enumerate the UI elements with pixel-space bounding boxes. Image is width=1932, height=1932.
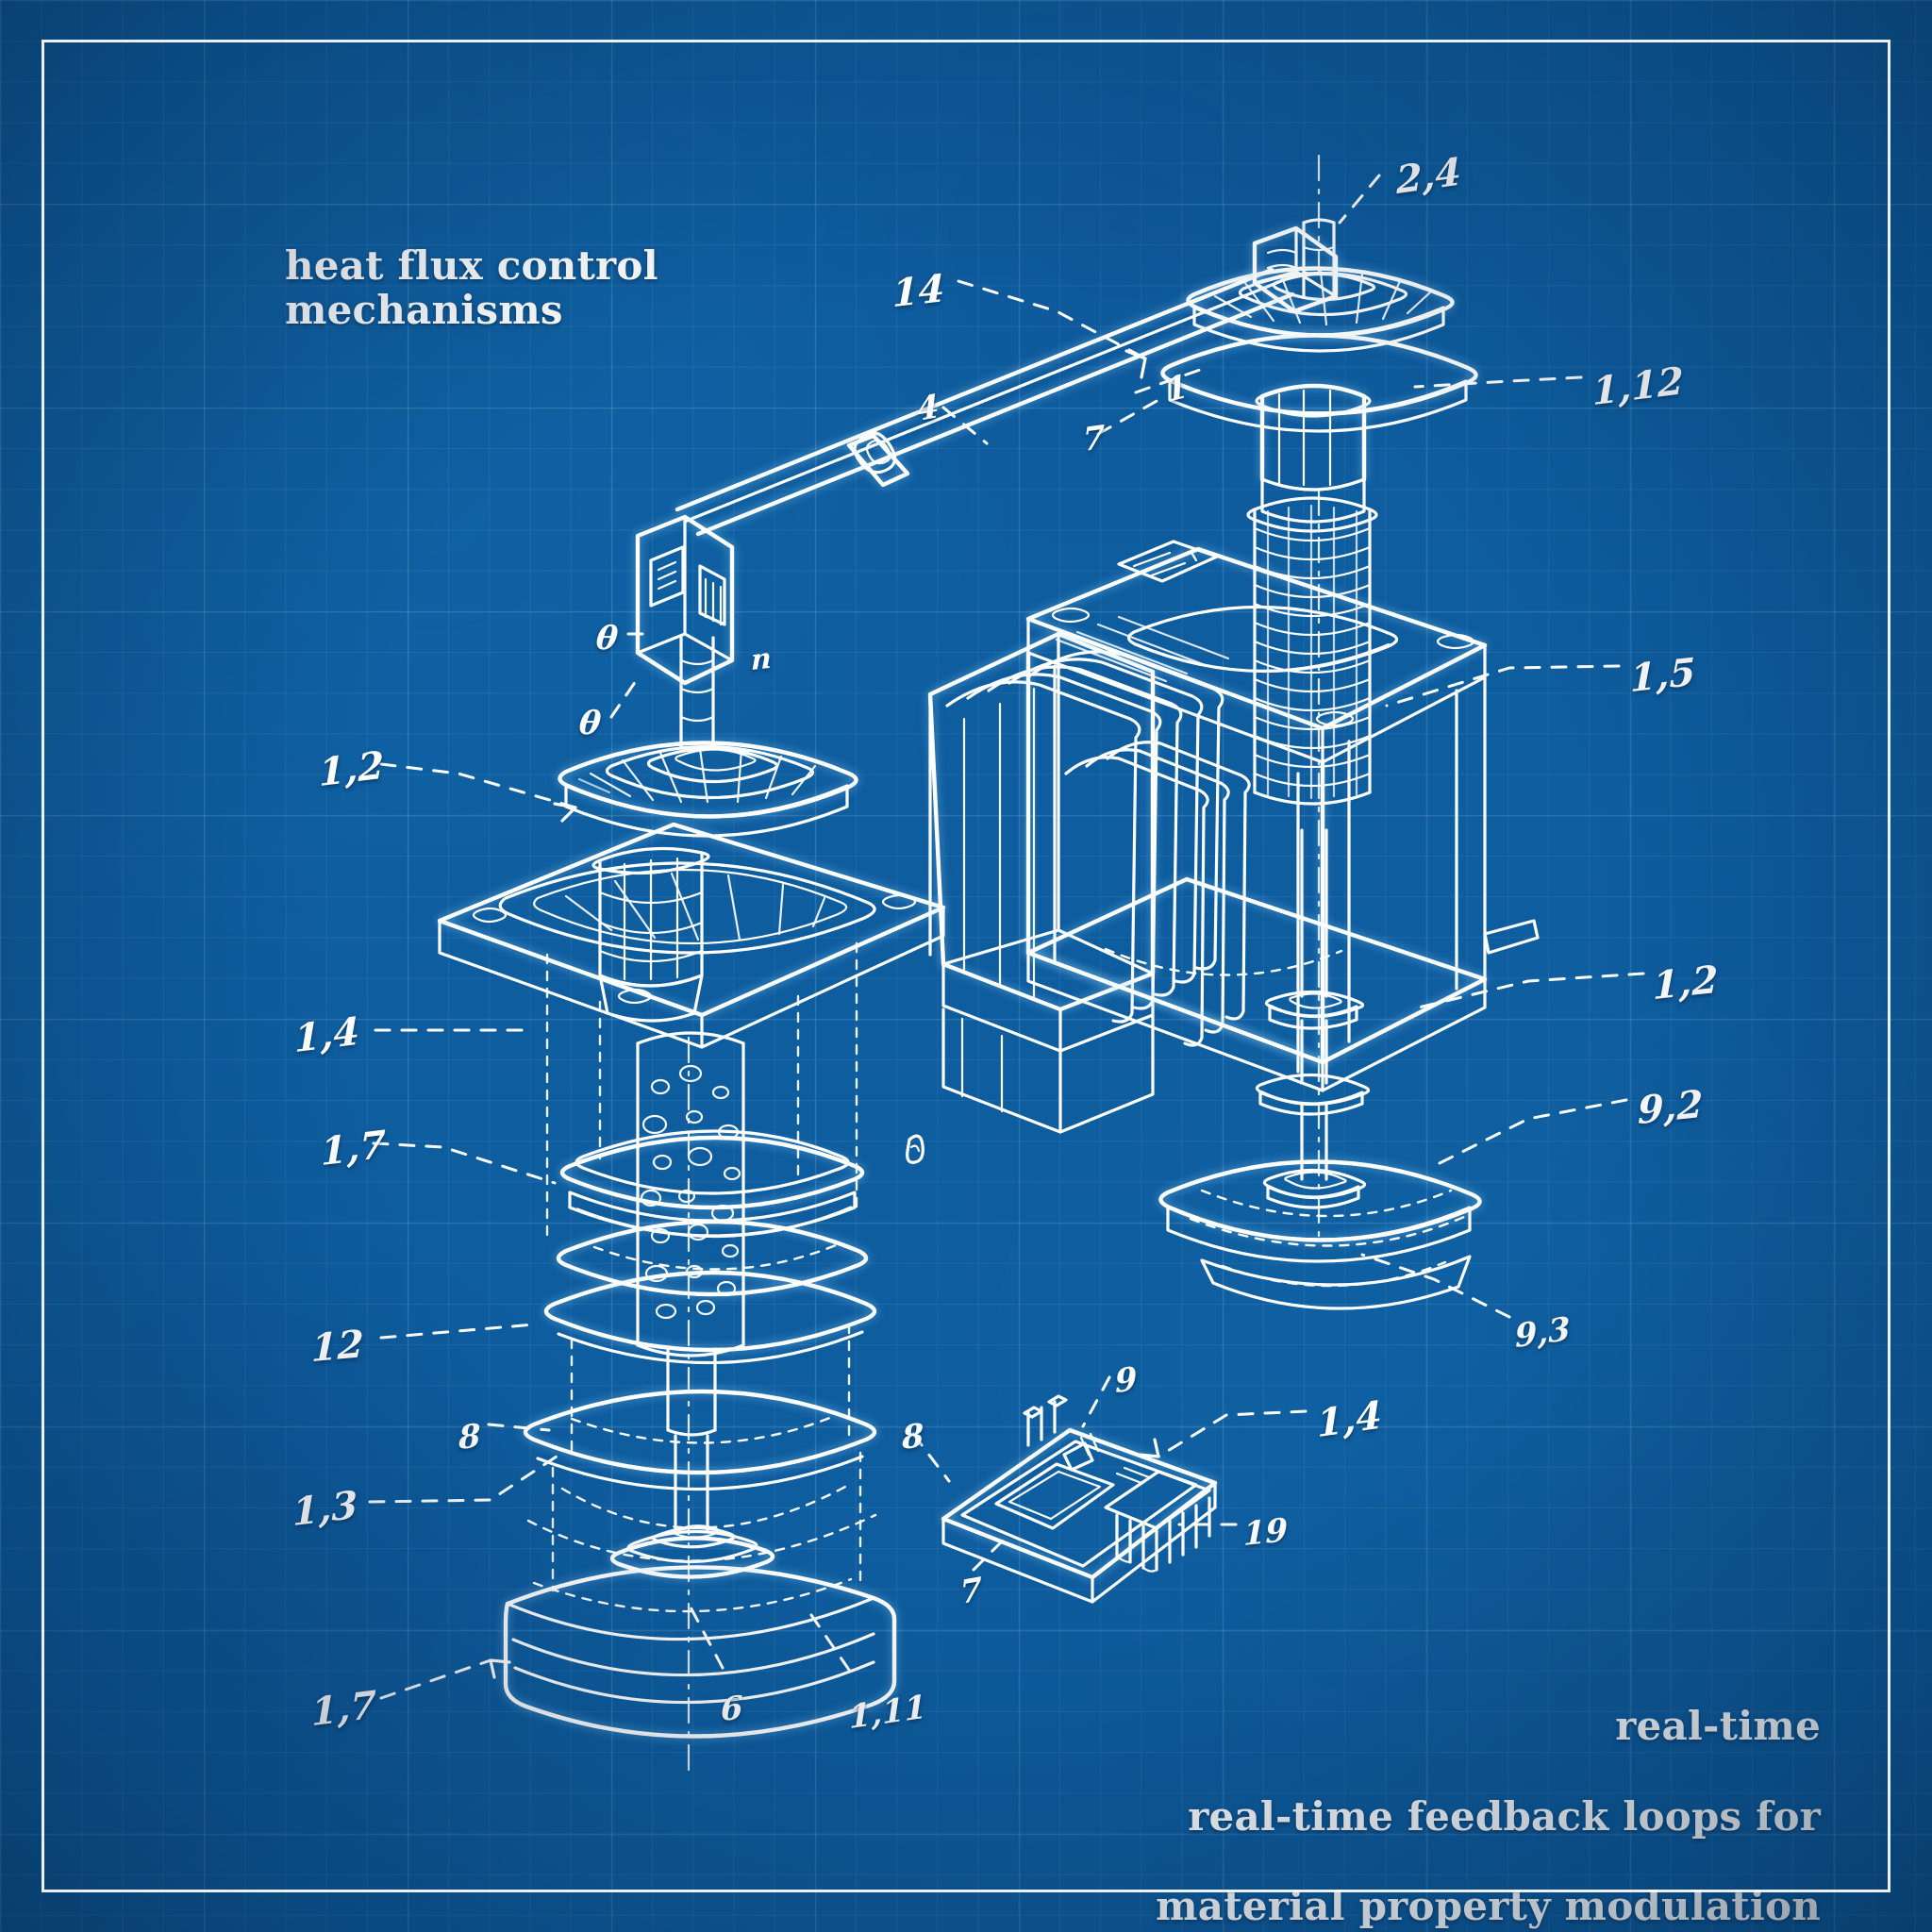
callout-label-c-8l: 8	[458, 1417, 481, 1458]
page-title: heat flux control mechanisms	[285, 242, 658, 334]
callout-label-c-9: 9	[1114, 1359, 1139, 1402]
stacked-ring-stack	[543, 1219, 877, 1365]
callout-label-c-14l: 1,4	[293, 1008, 360, 1062]
callout-label-c-th1: θ	[593, 620, 620, 658]
footer-caption: real-time real-time feedback loops for m…	[1156, 1658, 1821, 1932]
callout-label-c-th2: θ	[576, 705, 603, 742]
callout-label-c-6: 6	[721, 1689, 743, 1730]
callout-label-c-1: 1	[1163, 367, 1191, 410]
footer-line-3: material property modulation	[1156, 1883, 1821, 1930]
callout-label-c-19: 19	[1243, 1510, 1289, 1555]
callout-label-c-24: 2,4	[1395, 149, 1462, 204]
callout-label-c-17l: 1,7	[320, 1122, 387, 1175]
callout-label-c-111: 1,11	[848, 1688, 927, 1738]
porous-media-cartridge	[636, 1031, 745, 1532]
callout-label-c-12r: 1,2	[1653, 957, 1719, 1009]
leader-arrowheads	[489, 349, 1160, 1679]
callout-label-c-8: 8	[901, 1416, 925, 1458]
callout-label-c-13l: 1,3	[291, 1482, 358, 1536]
callout-label-c-7b: 7	[958, 1570, 984, 1613]
finned-heat-exchanger	[906, 615, 1251, 1164]
callout-label-c-12n: 12	[310, 1322, 364, 1372]
callout-label-c-12l: 1,2	[318, 742, 385, 796]
callout-label-c-15: 1,5	[1630, 649, 1696, 702]
seal-ring	[559, 1129, 865, 1239]
footer-line-2: real-time feedback loops for	[1188, 1792, 1821, 1840]
hidden-lines	[545, 941, 862, 1592]
mounting-flange-plate	[437, 822, 946, 1049]
base-shoe-plate	[1200, 1255, 1472, 1310]
callout-label-c-93: 9,3	[1514, 1309, 1572, 1357]
footer-line-1: real-time	[1615, 1702, 1821, 1749]
callout-label-c-14a: 14	[892, 266, 945, 317]
leader-lines	[368, 174, 1645, 1700]
callout-label-c-n: n	[751, 641, 772, 678]
callout-label-c-4: 4	[915, 387, 941, 430]
diffuser-disc	[523, 1389, 877, 1491]
lower-rotor-plate	[1158, 828, 1482, 1263]
callout-label-c-14b: 1,4	[1316, 1392, 1383, 1447]
coil-winding-core	[1246, 383, 1378, 806]
right-frame-housing	[1025, 540, 1540, 1092]
cylindrical-base	[503, 1485, 897, 1739]
callout-label-c-17b: 1,7	[310, 1682, 377, 1736]
callout-label-c-92: 9,2	[1638, 1081, 1704, 1134]
callout-label-c-7: 7	[1082, 418, 1107, 460]
callout-label-c-112: 1,12	[1591, 358, 1685, 415]
drive-rod-linkage	[635, 225, 1339, 686]
controller-pcb	[941, 1394, 1218, 1604]
left-impeller-disc	[558, 636, 858, 838]
